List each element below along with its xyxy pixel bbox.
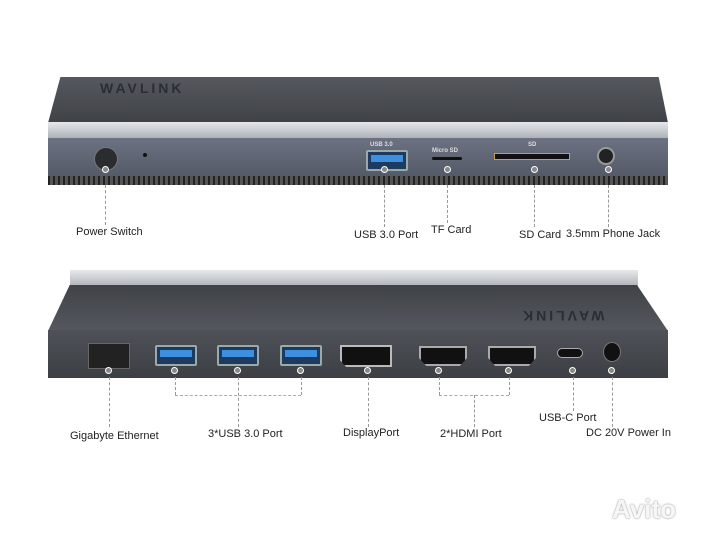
front-device-silver-band [48,122,668,138]
callout-line [612,377,613,427]
rear-usb-port-1 [155,345,197,366]
brand-logo-front: WAVLINK [100,80,185,96]
front-device-top-surface [48,77,668,123]
label-usb-port: USB 3.0 Port [354,229,419,241]
callout-dot [531,166,538,173]
label-sd-card: SD Card [519,229,562,241]
callout-dot [605,166,612,173]
sd-mark: SD [528,142,537,148]
callout-dot [435,367,442,374]
callout-dot [444,166,451,173]
label-usb-ports: 3*USB 3.0 Port [208,428,283,440]
callout-line [439,377,440,395]
hdmi-port-1 [419,346,467,366]
label-usb-c-port: USB-C Port [539,412,597,424]
callout-line [474,395,475,427]
label-tf-card: TF Card [431,224,472,236]
label-hdmi-ports: 2*HDMI Port [440,428,502,440]
callout-dot [171,367,178,374]
rear-usb-port-3 [280,345,322,366]
callout-line [301,377,302,395]
sd-slot [494,153,570,160]
callout-line [105,185,106,225]
microsd-mark: Micro SD [432,148,459,154]
brand-logo-rear: WAVLINK [520,308,605,324]
label-power-switch: Power Switch [76,226,143,238]
label-gigabit-ethernet: Gigabyte Ethernet [70,430,159,442]
dc-power-jack [603,342,621,362]
avito-watermark: Avito [612,494,677,524]
callout-dot [608,367,615,374]
callout-line [175,377,176,395]
callout-dot [102,166,109,173]
label-phone-jack: 3.5mm Phone Jack [566,228,661,240]
callout-line [109,377,110,427]
callout-dot [569,367,576,374]
rear-device-silver-band [70,270,638,286]
rear-usb-port-2 [217,345,259,366]
callout-line [509,377,510,395]
usb-c-port [557,348,583,358]
callout-line [534,185,535,227]
callout-dot [505,367,512,374]
microsd-slot [432,157,462,160]
callout-line [608,185,609,227]
callout-line [384,185,385,227]
callout-line [447,185,448,223]
front-device-face [48,138,668,176]
callout-line [368,377,369,427]
label-displayport: DisplayPort [343,427,400,439]
phone-jack [597,147,615,165]
hdmi-port-2 [488,346,536,366]
callout-dot [381,166,388,173]
callout-dot [105,367,112,374]
callout-line [573,377,574,411]
callout-dot [234,367,241,374]
front-vent-strip [48,176,668,185]
ethernet-port [88,343,130,369]
callout-line [238,377,239,427]
label-dc-power: DC 20V Power In [586,427,671,439]
callout-dot [364,367,371,374]
power-button [94,147,118,171]
callout-bracket [175,395,301,396]
rear-device-top-surface [48,285,668,331]
usb-mark: USB 3.0 [370,142,393,148]
callout-dot [297,367,304,374]
led-indicator [143,153,147,157]
displayport-port [340,345,392,367]
